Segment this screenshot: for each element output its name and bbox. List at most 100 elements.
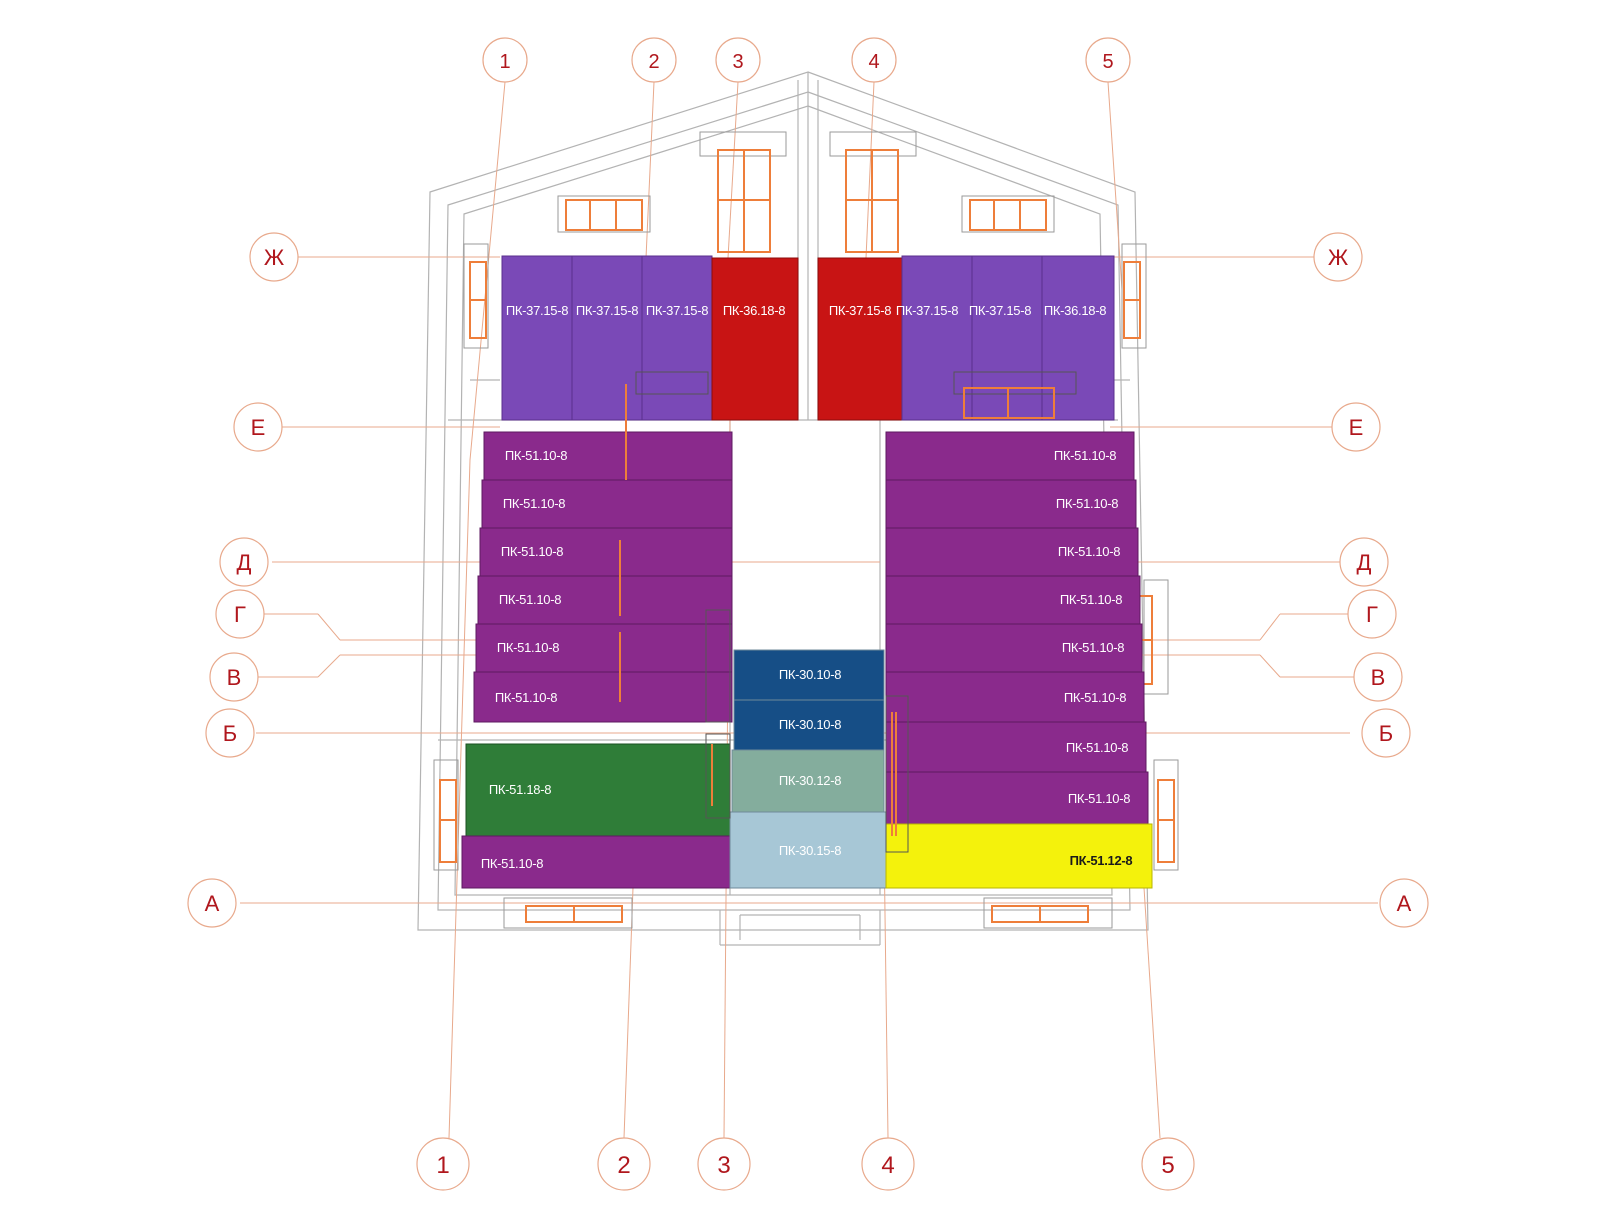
slab-label-center-2: ПК-30.10-8 (779, 717, 841, 732)
axis-marker-bottom-2 (597, 1137, 651, 1191)
window-left-lower (433, 759, 459, 871)
slab-left-bottom-1 (465, 743, 731, 837)
slab-label-left-3: ПК-51.10-8 (501, 544, 563, 559)
slab-top-4 (711, 257, 799, 421)
axis-marker-top-3 (715, 37, 761, 83)
slab-top-6 (901, 255, 973, 421)
slab-labels: ПК-37.15-8 ПК-37.15-8 ПК-37.15-8 ПК-36.1… (481, 303, 1133, 871)
axis-label-top-3: 3 (732, 51, 743, 73)
axis-label-left-b: Б (223, 721, 237, 746)
slab-label-right-4: ПК-51.10-8 (1060, 592, 1122, 607)
slab-label-right-7: ПК-51.10-8 (1066, 740, 1128, 755)
slab-label-left-5: ПК-51.10-8 (497, 640, 559, 655)
axis-label-top-5: 5 (1102, 51, 1113, 73)
axis-marker-left-v (209, 652, 259, 702)
slab-label-top-3: ПК-37.15-8 (646, 303, 708, 318)
axis-label-bottom-2: 2 (617, 1152, 630, 1179)
axis-label-left-a: А (205, 891, 220, 916)
axis-label-right-g: Г (1366, 602, 1378, 627)
slab-label-left-4: ПК-51.10-8 (499, 592, 561, 607)
axis-marker-left-e (233, 402, 283, 452)
slab-label-top-5: ПК-37.15-8 (829, 303, 891, 318)
axis-marker-bottom-3 (697, 1137, 751, 1191)
axis-label-bottom-4: 4 (881, 1152, 894, 1179)
window-top-left (557, 195, 651, 233)
slab-label-center-1: ПК-30.10-8 (779, 667, 841, 682)
axis-label-right-b: Б (1379, 721, 1393, 746)
axis-marker-left-zh (249, 232, 299, 282)
slab-left-3 (479, 527, 733, 577)
axis-label-left-e: Е (251, 415, 266, 440)
axis-label-right-v: В (1371, 665, 1386, 690)
slabs-top-row (501, 255, 1115, 421)
slab-top-2 (571, 255, 643, 421)
window-top-right (961, 195, 1055, 233)
axis-label-top-4: 4 (868, 51, 879, 73)
slab-label-right-6: ПК-51.10-8 (1064, 690, 1126, 705)
slab-label-center-4: ПК-30.15-8 (779, 843, 841, 858)
axis-label-right-a: А (1397, 891, 1412, 916)
axis-label-bottom-1: 1 (436, 1152, 449, 1179)
window-bottom-right (983, 897, 1113, 929)
axis-label-left-v: В (227, 665, 242, 690)
slab-right-5 (885, 623, 1143, 673)
axis-markers (187, 37, 1429, 1191)
slab-label-center-3: ПК-30.12-8 (779, 773, 841, 788)
axis-marker-bottom-5 (1141, 1137, 1195, 1191)
slab-label-right-2: ПК-51.10-8 (1056, 496, 1118, 511)
slab-top-3 (641, 255, 713, 421)
slab-top-5 (817, 257, 903, 421)
slab-label-left-bottom-2: ПК-51.10-8 (481, 856, 543, 871)
slab-right-4 (885, 575, 1141, 625)
window-right-upper (1121, 243, 1147, 349)
slab-label-right-8: ПК-51.10-8 (1068, 791, 1130, 806)
axis-lines (240, 81, 1378, 1139)
axis-marker-top-1 (482, 37, 528, 83)
structural-details (619, 371, 1077, 853)
slab-label-left-1: ПК-51.10-8 (505, 448, 567, 463)
slab-label-right-bottom: ПК-51.12-8 (1070, 853, 1133, 868)
axis-label-top-2: 2 (648, 51, 659, 73)
axis-marker-top-5 (1085, 37, 1131, 83)
slab-right-2 (885, 479, 1137, 529)
axis-label-bottom-3: 3 (717, 1152, 730, 1179)
window-left-upper (463, 243, 489, 349)
axis-label-left-zh: Ж (264, 245, 285, 270)
slab-center-3 (731, 749, 885, 813)
slab-left-2 (481, 479, 733, 529)
axis-labels: 1 2 3 4 5 1 2 3 4 5 Ж Е Д Г В Б А Ж Е Д … (205, 51, 1412, 1179)
axis-marker-left-d (219, 537, 269, 587)
axis-marker-top-4 (851, 37, 897, 83)
slab-label-right-3: ПК-51.10-8 (1058, 544, 1120, 559)
slabs-center (729, 649, 887, 889)
slab-top-8 (1041, 255, 1115, 421)
slab-top-1 (501, 255, 573, 421)
windows (433, 131, 1179, 929)
axis-label-left-g: Г (234, 602, 246, 627)
slab-right-8 (885, 771, 1149, 825)
slab-label-top-2: ПК-37.15-8 (576, 303, 638, 318)
slabs-left-column (461, 431, 733, 889)
slab-right-7 (885, 721, 1147, 773)
axis-marker-right-a (1379, 878, 1429, 928)
slab-left-bottom-2 (461, 835, 731, 889)
slab-left-4 (477, 575, 733, 625)
axis-marker-right-zh (1313, 232, 1363, 282)
axis-label-right-d: Д (1357, 550, 1372, 575)
slab-center-4 (729, 811, 887, 889)
axis-marker-bottom-1 (416, 1137, 470, 1191)
axis-label-right-zh: Ж (1328, 245, 1349, 270)
slab-right-6 (885, 671, 1145, 723)
slab-right-1 (885, 431, 1135, 481)
axis-marker-right-d (1339, 537, 1389, 587)
axis-marker-left-g (215, 589, 265, 639)
axis-label-bottom-5: 5 (1161, 1152, 1174, 1179)
window-top-center-left (699, 131, 787, 253)
slab-label-top-4: ПК-36.18-8 (723, 303, 785, 318)
axis-marker-left-b (205, 708, 255, 758)
slab-label-left-6: ПК-51.10-8 (495, 690, 557, 705)
axis-label-left-d: Д (237, 550, 252, 575)
slabs-right-column (885, 431, 1153, 889)
axis-marker-right-e (1331, 402, 1381, 452)
